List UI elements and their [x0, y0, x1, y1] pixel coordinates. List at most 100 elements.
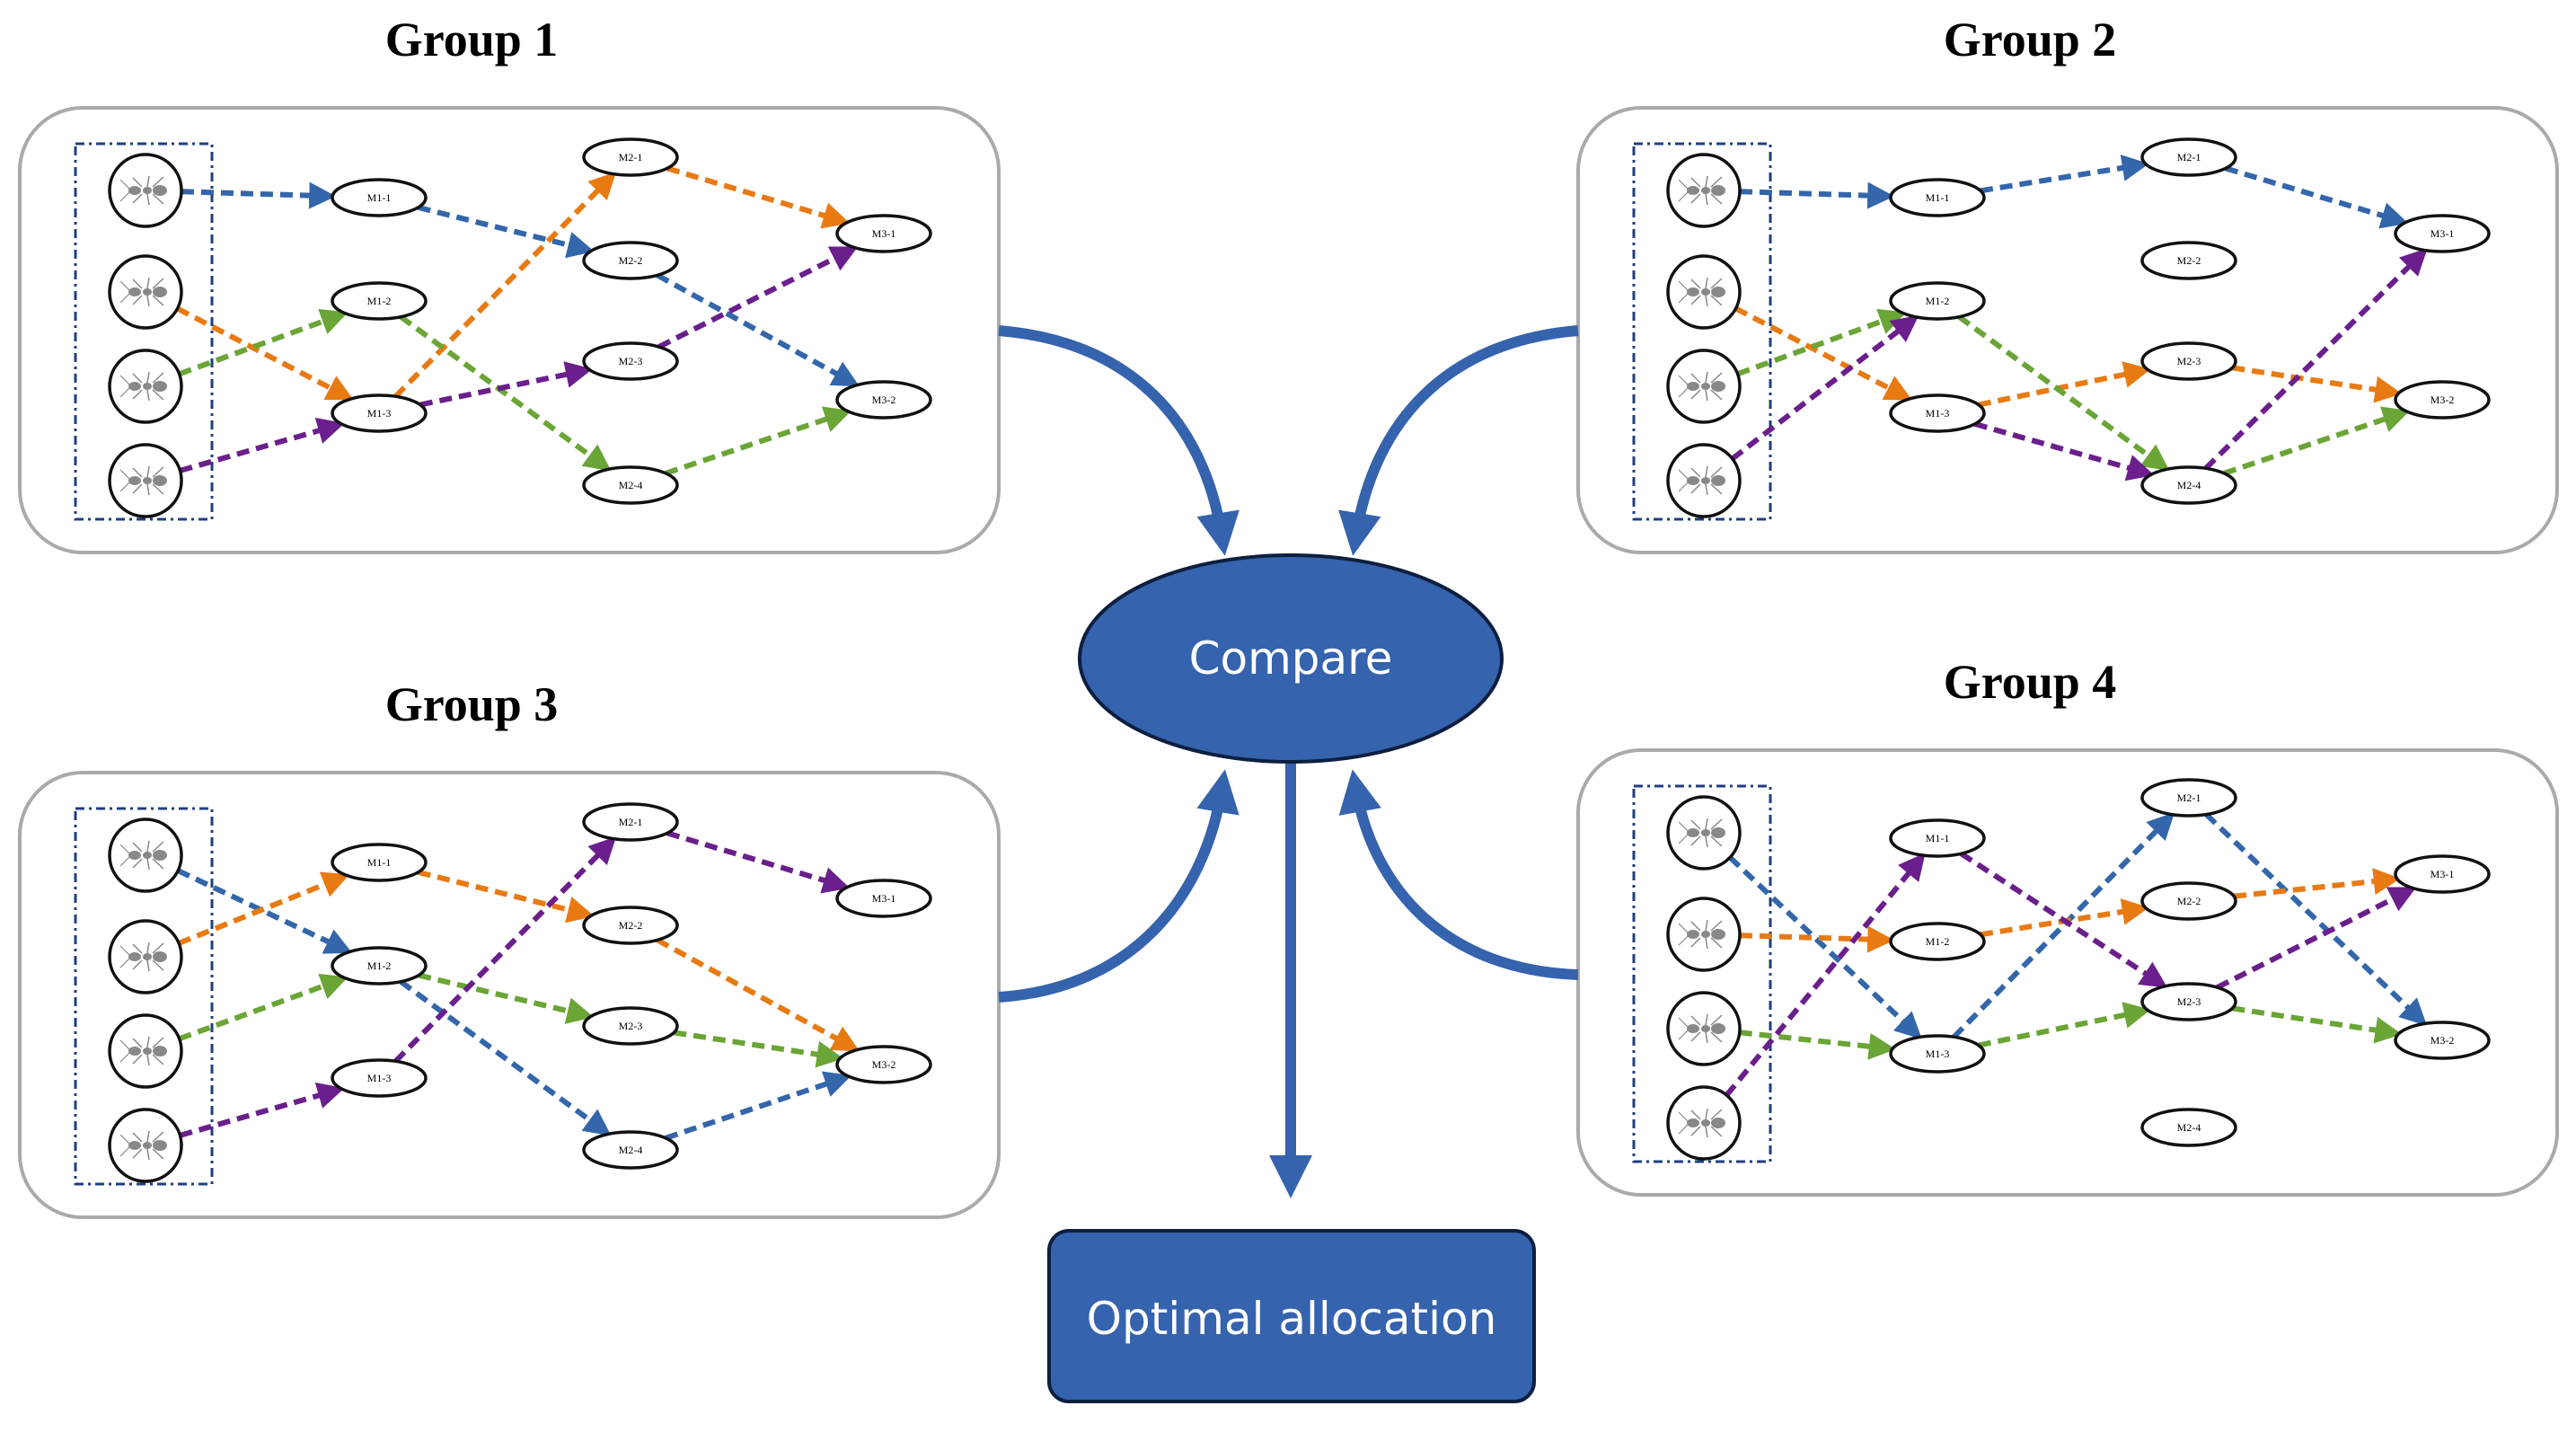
machine-node: M1-3 [1889, 393, 1986, 433]
machine-label: M2-2 [2177, 254, 2201, 267]
machine-node: M3-1 [835, 214, 932, 253]
path-edge-orange [393, 172, 617, 399]
path-edge-blue [1980, 155, 2149, 194]
paths-layer [1730, 155, 2428, 482]
group-frame [18, 106, 1001, 554]
machine-label: M2-3 [619, 355, 643, 367]
path-edge-blue [665, 1071, 852, 1141]
ant-icon [108, 254, 183, 330]
path-edge-orange [1978, 361, 2151, 408]
path-edge-blue [656, 272, 860, 387]
machine-label: M2-2 [619, 919, 643, 932]
optimal-allocation-box [1047, 1229, 1536, 1403]
machine-node: M3-2 [2394, 380, 2491, 420]
machine-label: M1-1 [1926, 191, 1950, 204]
path-edge-orange [1734, 305, 1912, 401]
machine-node: M3-2 [2394, 1021, 2491, 1060]
machine-node: M2-3 [582, 1006, 679, 1046]
machine-label: M3-1 [2430, 227, 2455, 240]
group-title: Group 2 [1944, 13, 2117, 66]
path-edge-orange [1739, 925, 1895, 953]
path-edge-green [1978, 1002, 2151, 1048]
machine-node: M1-2 [331, 946, 428, 986]
machine-label: M2-3 [619, 1020, 643, 1032]
machine-label: M1-3 [367, 407, 392, 420]
ant-icon [1666, 443, 1742, 518]
path-edge-purple [1959, 851, 2168, 988]
machine-label: M2-4 [619, 1144, 643, 1156]
paths-layer [176, 165, 860, 476]
path-edge-blue [399, 979, 612, 1136]
optimal-allocation-label: Optimal allocation [1087, 1293, 1497, 1345]
path-edge-green [2231, 1005, 2403, 1044]
machine-node: M2-4 [2140, 1108, 2237, 1147]
machine-label: M1-3 [1926, 1047, 1950, 1060]
path-edge-orange [2231, 365, 2403, 403]
machine-label: M3-2 [872, 393, 896, 406]
arrow-group1-to-compare [998, 325, 1239, 556]
machine-label: M3-1 [2430, 868, 2455, 880]
machine-label: M2-2 [619, 254, 643, 267]
group-title: Group 1 [385, 13, 559, 66]
machine-node: M2-2 [582, 241, 679, 280]
machine-node: M1-3 [1889, 1034, 1986, 1074]
path-edge-purple [2203, 248, 2428, 471]
machine-label: M1-2 [367, 295, 392, 307]
machine-label: M3-2 [2430, 1034, 2455, 1047]
machine-node: M1-2 [1889, 281, 1986, 321]
path-edge-green [178, 308, 348, 377]
machine-label: M3-2 [2430, 393, 2455, 406]
ant-colony-box [74, 807, 214, 1186]
machine-node: M2-3 [582, 341, 679, 381]
machine-node: M2-1 [2140, 778, 2237, 818]
ant-icon [1666, 153, 1742, 228]
path-edge-blue [1952, 812, 2175, 1039]
path-edge-green [418, 972, 595, 1024]
path-edge-blue [1727, 855, 1923, 1039]
machine-node: M1-1 [331, 178, 428, 217]
path-edge-green [178, 973, 348, 1042]
ant-icon [108, 1108, 183, 1183]
path-edge-purple [666, 830, 851, 894]
ant-icon [108, 818, 183, 893]
path-edge-blue [2204, 812, 2428, 1026]
path-edge-purple [179, 417, 345, 473]
machine-node: M1-3 [331, 393, 428, 433]
machine-node: M1-2 [1889, 922, 1986, 961]
ant-icon [108, 153, 183, 228]
path-edge-purple [393, 836, 617, 1064]
ant-colony-box [1632, 142, 1772, 521]
machine-node: M3-1 [2394, 214, 2491, 253]
path-edge-orange [656, 937, 860, 1052]
machine-node: M2-3 [2140, 341, 2237, 381]
path-edge-blue [417, 204, 595, 259]
arrow-group3-to-compare [998, 769, 1239, 1003]
machine-label: M1-1 [1926, 832, 1950, 844]
path-edge-green [1957, 314, 2170, 472]
machine-node: M3-1 [835, 879, 932, 918]
path-edge-green [1739, 1030, 1896, 1060]
machine-label: M3-1 [872, 892, 896, 905]
machine-node: M1-1 [1889, 178, 1986, 217]
ant-icon [1666, 254, 1742, 330]
ant-icon [108, 443, 183, 518]
machine-node: M2-4 [582, 1130, 679, 1170]
ant-colony-box [74, 142, 214, 521]
path-edge-green [399, 314, 612, 472]
ant-icon [108, 349, 183, 424]
group-panel-1: M1-1M1-2M1-3M2-1M2-2M2-3M2-4M3-1M3-2 [18, 106, 1001, 554]
compare-node [1078, 553, 1504, 764]
group-title: Group 3 [385, 677, 559, 731]
machine-node: M1-3 [331, 1058, 428, 1098]
machine-node: M2-4 [2140, 465, 2237, 505]
machine-node: M3-1 [2394, 854, 2491, 894]
machine-label: M2-2 [2177, 895, 2201, 907]
machine-node: M2-2 [2140, 241, 2237, 280]
path-edge-blue [181, 181, 337, 209]
path-edge-orange [2233, 868, 2401, 899]
group-panel-2: M1-1M1-2M1-3 M2-1M2-2M2-3M2-4 M3-1M3-2 [1576, 106, 2559, 554]
ant-icon [108, 1013, 183, 1089]
machine-label: M2-1 [2177, 151, 2201, 164]
path-edge-blue [2225, 165, 2409, 229]
